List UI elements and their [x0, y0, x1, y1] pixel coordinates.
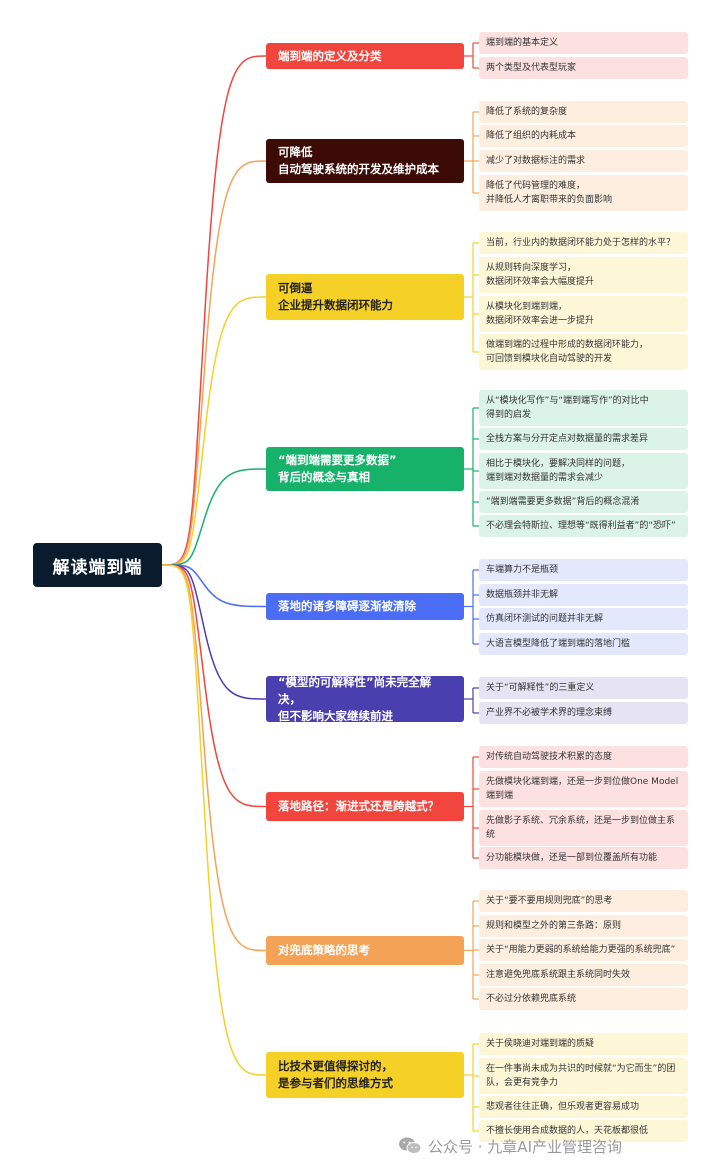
branch-node-8[interactable]: 对兜底策略的思考: [266, 936, 464, 965]
branch-connector-8: [161, 564, 267, 952]
branch-node-6[interactable]: “模型的可解释性”尚未完全解决， 但不影响大家继续前进: [266, 675, 464, 723]
branch-connector-6: [161, 564, 267, 700]
watermark: 公众号 · 九章AI产业管理咨询: [398, 1134, 622, 1158]
leaf-node[interactable]: 关于“要不要用规则兜底”的思考: [479, 890, 688, 912]
leaf-node[interactable]: 对传统自动驾驶技术积累的态度: [479, 746, 688, 768]
leaf-node[interactable]: 注意避免兜底系统跟主系统同时失效: [479, 964, 688, 986]
leaf-node[interactable]: 不必理会特斯拉、理想等“既得利益者”的“恐吓”: [479, 515, 688, 537]
leaf-node[interactable]: 减少了对数据标注的需求: [479, 150, 688, 172]
branch-connector-4: [161, 468, 267, 566]
leaf-node[interactable]: 数据瓶颈并非无解: [479, 584, 688, 606]
leaf-node[interactable]: 分功能模块做，还是一部到位覆盖所有功能: [479, 847, 688, 869]
leaf-node[interactable]: 两个类型及代表型玩家: [479, 57, 688, 79]
leaf-node[interactable]: 相比于模块化，要解决同样的问题， 端到端对数据量的需求会减少: [479, 453, 688, 489]
leaf-node[interactable]: 降低了系统的复杂度: [479, 101, 688, 123]
leaf-node[interactable]: 全栈方案与分开定点对数据量的需求差异: [479, 428, 688, 450]
branch-node-7[interactable]: 落地路径：渐进式还是跨越式？: [266, 792, 464, 821]
leaf-node[interactable]: 降低了组织的内耗成本: [479, 125, 688, 147]
leaf-node[interactable]: 先做影子系统、冗余系统，还是一步到位做主系 统: [479, 810, 688, 846]
leaf-node[interactable]: 关于“用能力更弱的系统给能力更强的系统兜底”: [479, 939, 688, 961]
leaf-node[interactable]: 在一件事尚未成为共识的时候就“为它而生”的团 队，会更有竞争力: [479, 1058, 688, 1094]
branch-connector-5: [161, 564, 267, 608]
branch-node-2[interactable]: 可降低 自动驾驶系统的开发及维护成本: [266, 139, 464, 183]
leaf-node[interactable]: 从规则转向深度学习， 数据闭环效率会大幅度提升: [479, 257, 688, 293]
leaf-node[interactable]: 做端到端的过程中形成的数据闭环能力， 可回馈到模块化自动驾驶的开发: [479, 334, 688, 370]
leaf-node[interactable]: 关于“可解释性”的三重定义: [479, 677, 688, 699]
branch-connector-2: [161, 160, 267, 566]
leaf-node[interactable]: 降低了代码管理的难度， 并降低人才离职带来的负面影响: [479, 175, 688, 211]
leaf-node[interactable]: 悲观者往往正确，但乐观者更容易成功: [479, 1096, 688, 1118]
branch-connector-1: [161, 55, 267, 566]
leaf-node[interactable]: 端到端的基本定义: [479, 32, 688, 54]
leaf-node[interactable]: 规则和模型之外的第三条路：原则: [479, 915, 688, 937]
leaf-node[interactable]: 车端算力不是瓶颈: [479, 559, 688, 581]
leaf-node[interactable]: 不擅长使用合成数据的人，天花板都很低: [479, 1120, 688, 1142]
branch-node-3[interactable]: 可倒逼 企业提升数据闭环能力: [266, 274, 464, 320]
branch-node-9[interactable]: 比技术更值得探讨的， 是参与者们的思维方式: [266, 1052, 464, 1098]
leaf-node[interactable]: 关于侯晓迪对端到端的质疑: [479, 1033, 688, 1055]
watermark-text: 公众号 · 九章AI产业管理咨询: [428, 1137, 622, 1156]
branch-connector-9: [161, 564, 267, 1076]
leaf-node[interactable]: 从“模块化写作”与“端到端写作”的对比中 得到的启发: [479, 390, 688, 426]
branch-connector-3: [161, 296, 267, 566]
branch-node-5[interactable]: 落地的诸多障碍逐渐被清除: [266, 593, 464, 620]
branch-node-4[interactable]: “端到端需要更多数据” 背后的概念与真相: [266, 447, 464, 491]
root-node[interactable]: 解读端到端: [33, 543, 162, 587]
leaf-node[interactable]: 产业界不必被学术界的理念束缚: [479, 702, 688, 724]
leaf-node[interactable]: 从模块化到端到端， 数据闭环效率会进一步提升: [479, 296, 688, 332]
leaf-node[interactable]: “端到端需要更多数据”背后的概念混淆: [479, 491, 688, 513]
leaf-node[interactable]: 大语言模型降低了端到端的落地门槛: [479, 633, 688, 655]
branch-connector-7: [161, 564, 267, 808]
branch-node-1[interactable]: 端到端的定义及分类: [266, 43, 464, 69]
leaf-node[interactable]: 当前，行业内的数据闭环能力处于怎样的水平？: [479, 232, 688, 254]
leaf-node[interactable]: 仿真闭环测试的问题并非无解: [479, 608, 688, 630]
wechat-icon: [399, 1137, 422, 1154]
leaf-node[interactable]: 不必过分依赖兜底系统: [479, 988, 688, 1010]
leaf-node[interactable]: 先做模块化端到端，还是一步到位做One Model 端到端: [479, 771, 688, 807]
